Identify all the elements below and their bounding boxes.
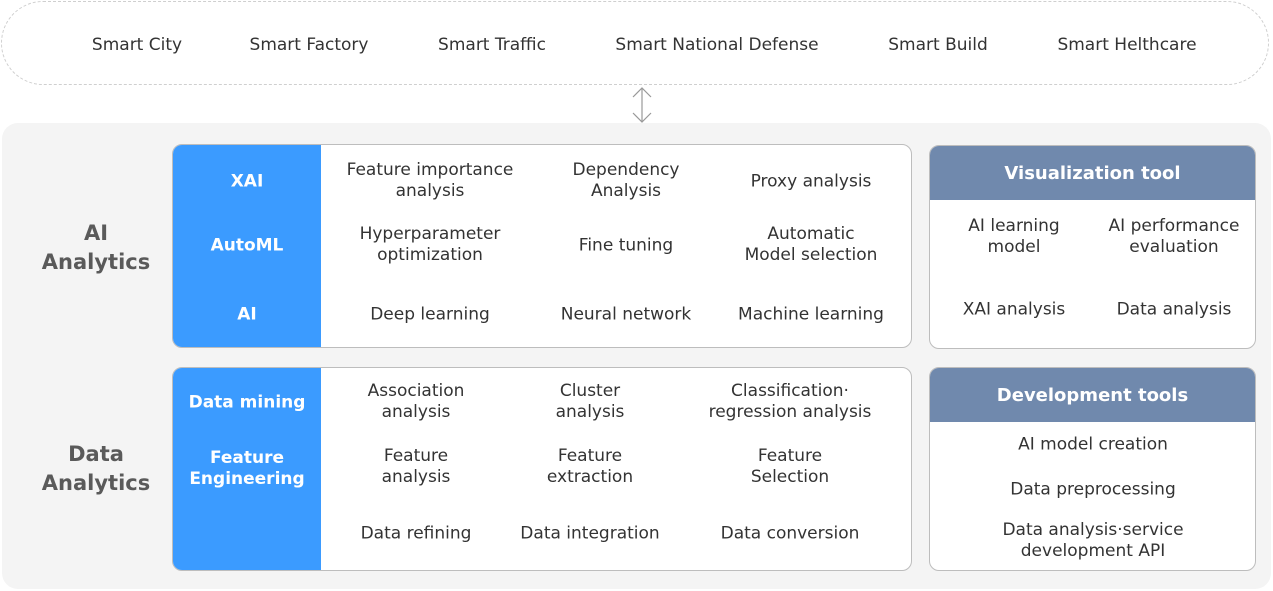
application-domains-bar: Smart City Smart Factory Smart Traffic S… (1, 1, 1269, 85)
data-analytics-title-line2: Analytics (41, 471, 151, 495)
cell-line1: Feature (557, 446, 623, 466)
ai-analytics-title: AI Analytics (36, 219, 156, 277)
cell-cluster-analysis: Cluster analysis (556, 381, 625, 423)
domain-smart-city: Smart City (91, 35, 183, 55)
cell-feature-analysis: Feature analysis (382, 446, 451, 488)
cell-line1: Proxy analysis (750, 171, 872, 192)
cell-line1: Dependency (572, 160, 680, 180)
cell-neural-network: Neural network (561, 305, 692, 326)
cell-automatic-model-selection: Automatic Model selection (745, 224, 878, 266)
cell-line2: analysis (395, 181, 465, 201)
cell-line1: Data analysis·service (1002, 520, 1184, 540)
data-analytics-title-line1: Data (68, 442, 124, 466)
ai-analytics-card: XAI AutoML AI Feature importance analysi… (172, 144, 912, 348)
cell-line1: AI performance (1108, 216, 1240, 236)
cell-line2: evaluation (1129, 237, 1219, 257)
cell-feature-selection: Feature Selection (751, 446, 829, 488)
cell-line1: Fine tuning (578, 235, 674, 256)
dev-ai-model-creation: AI model creation (1018, 435, 1168, 456)
domain-smart-national-defense: Smart National Defense (615, 35, 819, 55)
cell-deep-learning: Deep learning (370, 305, 490, 326)
visualization-tool-header: Visualization tool (930, 146, 1255, 200)
cell-fine-tuning: Fine tuning (579, 236, 673, 257)
cell-line1: Feature importance (346, 160, 514, 180)
ai-label-column (173, 145, 321, 347)
cell-line1: Machine learning (738, 304, 884, 325)
cell-line1: Association (367, 381, 465, 401)
cell-line2: Selection (750, 467, 830, 487)
development-tools-card: Development tools AI model creation Data… (929, 367, 1256, 571)
cell-line1: Data conversion (720, 523, 860, 544)
cell-dependency-analysis: Dependency Analysis (572, 160, 679, 202)
cell-line1: Neural network (560, 304, 692, 325)
row-label-feature-engineering: Feature Engineering (173, 448, 321, 490)
cell-line1: AI learning (968, 216, 1060, 236)
ai-analytics-title-line1: AI (83, 221, 109, 245)
cell-line2: analysis (381, 402, 451, 422)
viz-xai-analysis: XAI analysis (963, 300, 1066, 321)
cell-feature-importance-analysis: Feature importance analysis (347, 160, 514, 202)
cell-machine-learning: Machine learning (738, 305, 884, 326)
domain-smart-build: Smart Build (888, 35, 988, 55)
ai-analytics-title-line2: Analytics (41, 250, 151, 274)
cell-line2: model (987, 237, 1041, 257)
cell-line1: Classification· (731, 381, 849, 401)
row-label-line1: AutoML (210, 235, 284, 256)
cell-line2: regression analysis (708, 402, 872, 422)
viz-data-analysis: Data analysis (1117, 300, 1232, 321)
cell-line2: extraction (546, 467, 634, 487)
cell-line1: XAI analysis (962, 299, 1066, 320)
cell-line1: Feature (757, 446, 823, 466)
visualization-tool-card: Visualization tool AI learning model AI … (929, 145, 1256, 349)
cell-line1: Feature (383, 446, 449, 466)
cell-data-conversion: Data conversion (721, 524, 860, 545)
cell-data-refining: Data refining (361, 524, 472, 545)
row-label-line1: Data mining (188, 392, 306, 413)
row-label-line1: XAI (230, 171, 264, 192)
development-tools-header: Development tools (930, 368, 1255, 422)
viz-ai-learning-model: AI learning model (968, 216, 1059, 258)
cell-line1: Deep learning (370, 304, 490, 325)
cell-line2: optimization (377, 245, 483, 265)
data-label-column (173, 368, 321, 570)
cell-line1: Data preprocessing (1010, 479, 1176, 500)
cell-line1: AI model creation (1018, 434, 1168, 455)
dev-data-analysis-service-api: Data analysis·service development API (1002, 520, 1183, 562)
cell-line2: Analysis (590, 181, 662, 201)
data-analytics-title: Data Analytics (36, 440, 156, 498)
cell-feature-extraction: Feature extraction (547, 446, 633, 488)
double-arrow-vertical-icon (632, 87, 652, 123)
cell-line2: analysis (381, 467, 451, 487)
row-label-line1: Feature (209, 448, 285, 468)
row-label-xai: XAI (173, 172, 321, 193)
cell-line1: Data integration (520, 523, 660, 544)
cell-line1: Hyperparameter (359, 224, 501, 244)
row-label-line2: Engineering (189, 469, 305, 489)
row-label-ai: AI (173, 305, 321, 326)
cell-line2: development API (1020, 541, 1166, 561)
viz-ai-performance-evaluation: AI performance evaluation (1109, 216, 1240, 258)
row-label-line1: AI (237, 304, 257, 325)
cell-line1: Cluster (559, 381, 621, 401)
dev-data-preprocessing: Data preprocessing (1010, 480, 1175, 501)
cell-association-analysis: Association analysis (368, 381, 465, 423)
cell-line2: Model selection (744, 245, 878, 265)
cell-hyperparameter-optimization: Hyperparameter optimization (360, 224, 501, 266)
cell-line1: Data refining (360, 523, 472, 544)
cell-line1: Data analysis (1116, 299, 1232, 320)
data-analytics-card: Data mining Feature Engineering Associat… (172, 367, 912, 571)
cell-classification-regression-analysis: Classification· regression analysis (709, 381, 872, 423)
domain-smart-factory: Smart Factory (249, 35, 369, 55)
cell-line2: analysis (555, 402, 625, 422)
cell-data-integration: Data integration (520, 524, 659, 545)
domain-smart-traffic: Smart Traffic (438, 35, 546, 55)
domain-smart-healthcare: Smart Helthcare (1057, 35, 1197, 55)
cell-line1: Automatic (767, 224, 855, 244)
row-label-automl: AutoML (173, 236, 321, 257)
row-label-data-mining: Data mining (173, 393, 321, 414)
cell-proxy-analysis: Proxy analysis (751, 172, 872, 193)
